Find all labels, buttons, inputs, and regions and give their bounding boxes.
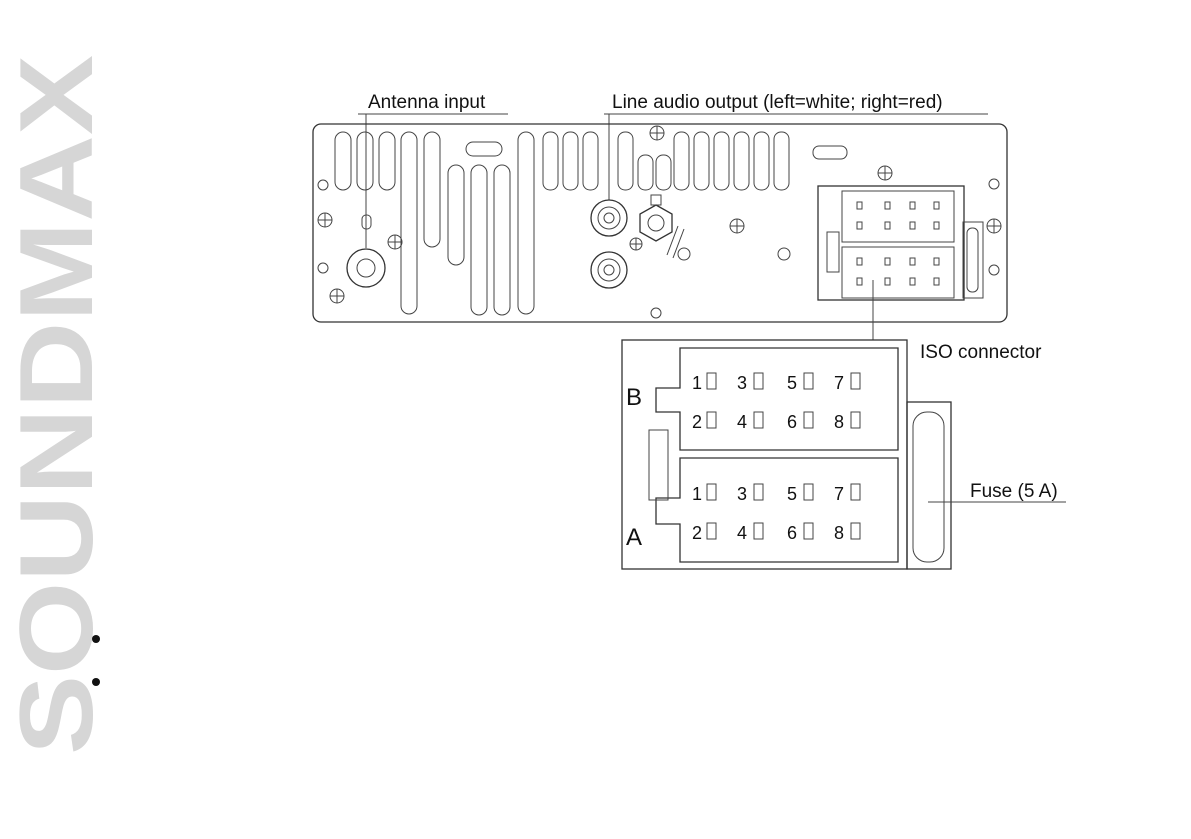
head-unit-rear-panel xyxy=(312,123,1008,323)
block-a-letter: A xyxy=(626,524,642,551)
pin-label: 3 xyxy=(737,484,747,504)
block-a-pins: 1 3 5 7 2 4 6 8 xyxy=(692,483,861,543)
pin-label: 3 xyxy=(737,373,747,393)
list-bullet xyxy=(92,678,100,686)
pin-label: 2 xyxy=(692,523,702,543)
pin-label: 1 xyxy=(692,373,702,393)
iso-connector-detail xyxy=(621,339,952,570)
list-bullet xyxy=(92,635,100,643)
antenna-input-label: Antenna input xyxy=(368,92,486,113)
pin-label: 2 xyxy=(692,412,702,432)
pin-label: 8 xyxy=(834,412,844,432)
line-audio-output-label: Line audio output (left=white; right=red… xyxy=(612,92,943,113)
brand-watermark-text: SOUNDMAX xyxy=(0,55,110,755)
iso-connector-label: ISO connector xyxy=(920,342,1042,363)
pin-label: 1 xyxy=(692,484,702,504)
pin-label: 5 xyxy=(787,373,797,393)
pin-label: 7 xyxy=(834,484,844,504)
pin-label: 5 xyxy=(787,484,797,504)
pin-label: 4 xyxy=(737,523,747,543)
block-b-pins: 1 3 5 7 2 4 6 8 xyxy=(692,372,861,432)
pin-label: 8 xyxy=(834,523,844,543)
block-b-letter: B xyxy=(626,384,642,411)
pin-label: 4 xyxy=(737,412,747,432)
pin-label: 6 xyxy=(787,412,797,432)
pin-label: 6 xyxy=(787,523,797,543)
fuse-label: Fuse (5 A) xyxy=(970,481,1058,502)
pin-label: 7 xyxy=(834,373,844,393)
brand-watermark: SOUNDMAX xyxy=(0,55,110,755)
